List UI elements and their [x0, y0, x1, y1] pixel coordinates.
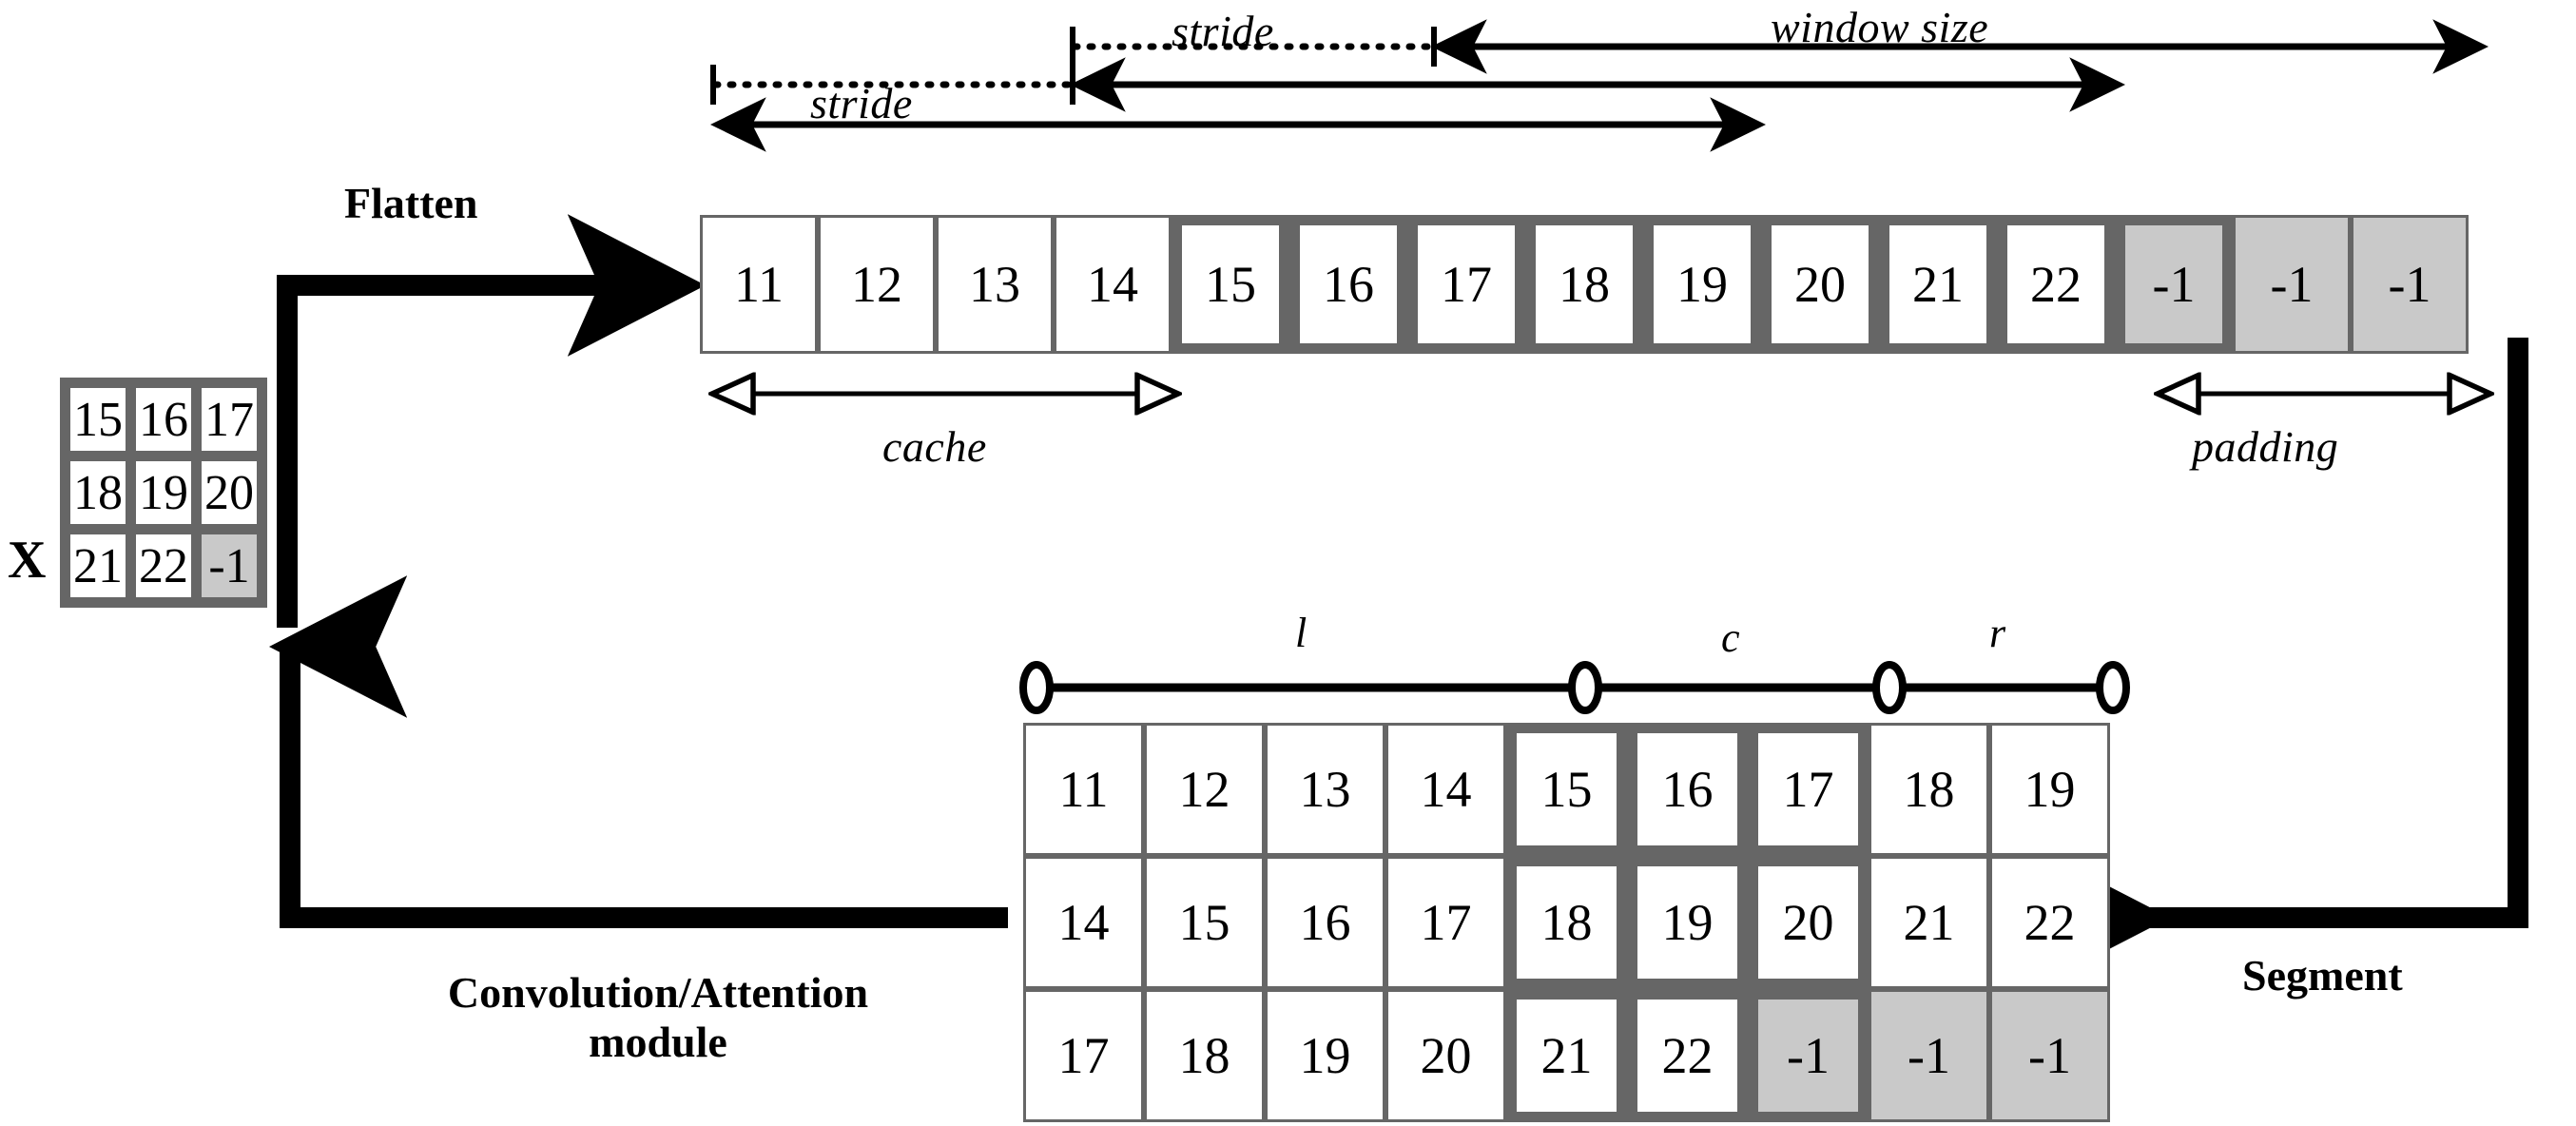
- label-axis-c: c: [1721, 614, 1740, 661]
- segment-cell: 15: [1517, 733, 1617, 845]
- label-axis-r: r: [1989, 610, 2006, 656]
- x-matrix-cell: 17: [202, 388, 257, 451]
- segment-cell: 11: [1023, 723, 1144, 856]
- flattened-cell: 16: [1300, 225, 1397, 343]
- segment-cell: 16: [1637, 733, 1737, 845]
- segment-cell: -1: [1989, 989, 2110, 1122]
- label-axis-l: l: [1295, 610, 1307, 656]
- segment-cell: -1: [1869, 989, 1989, 1122]
- segment-cell: 21: [1869, 856, 1989, 989]
- segment-cell: 21: [1517, 1000, 1617, 1112]
- segment-cell: 20: [1758, 866, 1858, 979]
- segment-cell: -1: [1758, 1000, 1858, 1112]
- segment-cell: 18: [1144, 989, 1265, 1122]
- x-matrix-cell: 15: [70, 388, 126, 451]
- flattened-cell: 15: [1182, 225, 1279, 343]
- lcr-node-start: [1019, 661, 1054, 714]
- segment-cell: 19: [1989, 723, 2110, 856]
- label-flatten: Flatten: [344, 179, 478, 227]
- segment-cell: 16: [1265, 856, 1385, 989]
- label-window-size: window size: [1771, 3, 1989, 51]
- label-x-matrix: X: [8, 531, 47, 590]
- segment-cell: 17: [1385, 856, 1506, 989]
- flattened-cell: 18: [1536, 225, 1633, 343]
- segment-cell: 17: [1758, 733, 1858, 845]
- label-padding: padding: [2192, 422, 2339, 471]
- flattened-cell: -1: [2351, 215, 2469, 354]
- segment-cell: 17: [1023, 989, 1144, 1122]
- segment-cell: 12: [1144, 723, 1265, 856]
- flattened-cell: 17: [1418, 225, 1515, 343]
- flattened-cell: 19: [1654, 225, 1751, 343]
- flatten-arrow: [277, 214, 707, 628]
- segment-cell: 14: [1385, 723, 1506, 856]
- x-matrix-cell: 16: [136, 388, 191, 451]
- label-segment: Segment: [2242, 951, 2403, 1000]
- segment-cell: 19: [1265, 989, 1385, 1122]
- x-matrix-cell: 20: [202, 461, 257, 524]
- flattened-cell: 13: [936, 215, 1054, 354]
- lcr-node-l-end: [1568, 661, 1602, 714]
- flattened-cell: 12: [818, 215, 936, 354]
- x-matrix-cell: 19: [136, 461, 191, 524]
- segment-cell: 13: [1265, 723, 1385, 856]
- segment-cell: 22: [1989, 856, 2110, 989]
- lcr-node-r-end: [2096, 661, 2130, 714]
- flattened-cell: 21: [1889, 225, 1986, 343]
- label-stride-1: stride: [810, 79, 913, 127]
- flattened-cell: 22: [2007, 225, 2104, 343]
- flattened-cell: 11: [700, 215, 818, 354]
- flattened-cell: 14: [1054, 215, 1172, 354]
- segment-cell: 22: [1637, 1000, 1737, 1112]
- segment-cell: 18: [1517, 866, 1617, 979]
- x-matrix-cell: -1: [202, 534, 257, 597]
- label-cache: cache: [882, 422, 987, 471]
- x-matrix-cell: 22: [136, 534, 191, 597]
- segment-cell: 20: [1385, 989, 1506, 1122]
- segment-cell: 15: [1144, 856, 1265, 989]
- flattened-cell: 20: [1772, 225, 1869, 343]
- conv-attention-arrow: [269, 575, 1008, 928]
- x-matrix-cell: 21: [70, 534, 126, 597]
- label-conv-attention-module: Convolution/Attention module: [447, 968, 869, 1066]
- segment-cell: 18: [1869, 723, 1989, 856]
- x-matrix-cell: 18: [70, 461, 126, 524]
- label-stride-2: stride: [1172, 7, 1274, 55]
- segment-cell: 19: [1637, 866, 1737, 979]
- flattened-cell: -1: [2233, 215, 2351, 354]
- segment-cell: 14: [1023, 856, 1144, 989]
- lcr-node-c-end: [1872, 661, 1907, 714]
- flattened-cell: -1: [2125, 225, 2222, 343]
